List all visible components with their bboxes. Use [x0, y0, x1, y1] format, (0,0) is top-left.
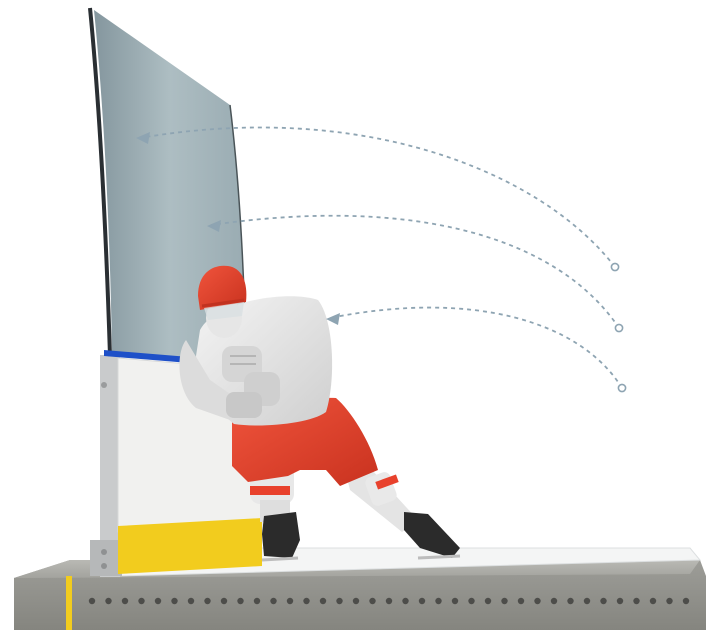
concrete-hole [650, 598, 656, 604]
concrete-hole [518, 598, 524, 604]
yellow-edge-stripe [66, 576, 72, 630]
concrete-hole [468, 598, 474, 604]
circle-endpoint-icon [618, 384, 625, 391]
concrete-hole [584, 598, 590, 604]
concrete-hole [369, 598, 375, 604]
concrete-hole [89, 598, 95, 604]
concrete-hole [683, 598, 689, 604]
concrete-hole [122, 598, 128, 604]
concrete-hole [336, 598, 342, 604]
concrete-hole [303, 598, 309, 604]
concrete-hole [485, 598, 491, 604]
concrete-hole [534, 598, 540, 604]
concrete-hole [551, 598, 557, 604]
concrete-hole [419, 598, 425, 604]
concrete-hole [402, 598, 408, 604]
concrete-hole [287, 598, 293, 604]
board-frame [90, 355, 122, 577]
callout-line [330, 308, 622, 388]
concrete-hole [320, 598, 326, 604]
concrete-hole [666, 598, 672, 604]
concrete-hole [567, 598, 573, 604]
arrow-head-icon [326, 313, 340, 325]
skate-left [262, 512, 300, 560]
concrete-hole [155, 598, 161, 604]
concrete-hole [452, 598, 458, 604]
concrete-hole [237, 598, 243, 604]
concrete-hole [435, 598, 441, 604]
concrete-hole [204, 598, 210, 604]
circle-endpoint-icon [611, 263, 618, 270]
concrete-hole [633, 598, 639, 604]
concrete-hole [254, 598, 260, 604]
concrete-hole [386, 598, 392, 604]
concrete-hole [221, 598, 227, 604]
concrete-hole [138, 598, 144, 604]
concrete-hole [105, 598, 111, 604]
concrete-hole [353, 598, 359, 604]
yellow-kick-plate [118, 518, 262, 574]
circle-endpoint-icon [615, 324, 622, 331]
concrete-hole [188, 598, 194, 604]
concrete-hole [617, 598, 623, 604]
concrete-hole [600, 598, 606, 604]
concrete-hole [501, 598, 507, 604]
concrete-hole [171, 598, 177, 604]
concrete-hole [270, 598, 276, 604]
